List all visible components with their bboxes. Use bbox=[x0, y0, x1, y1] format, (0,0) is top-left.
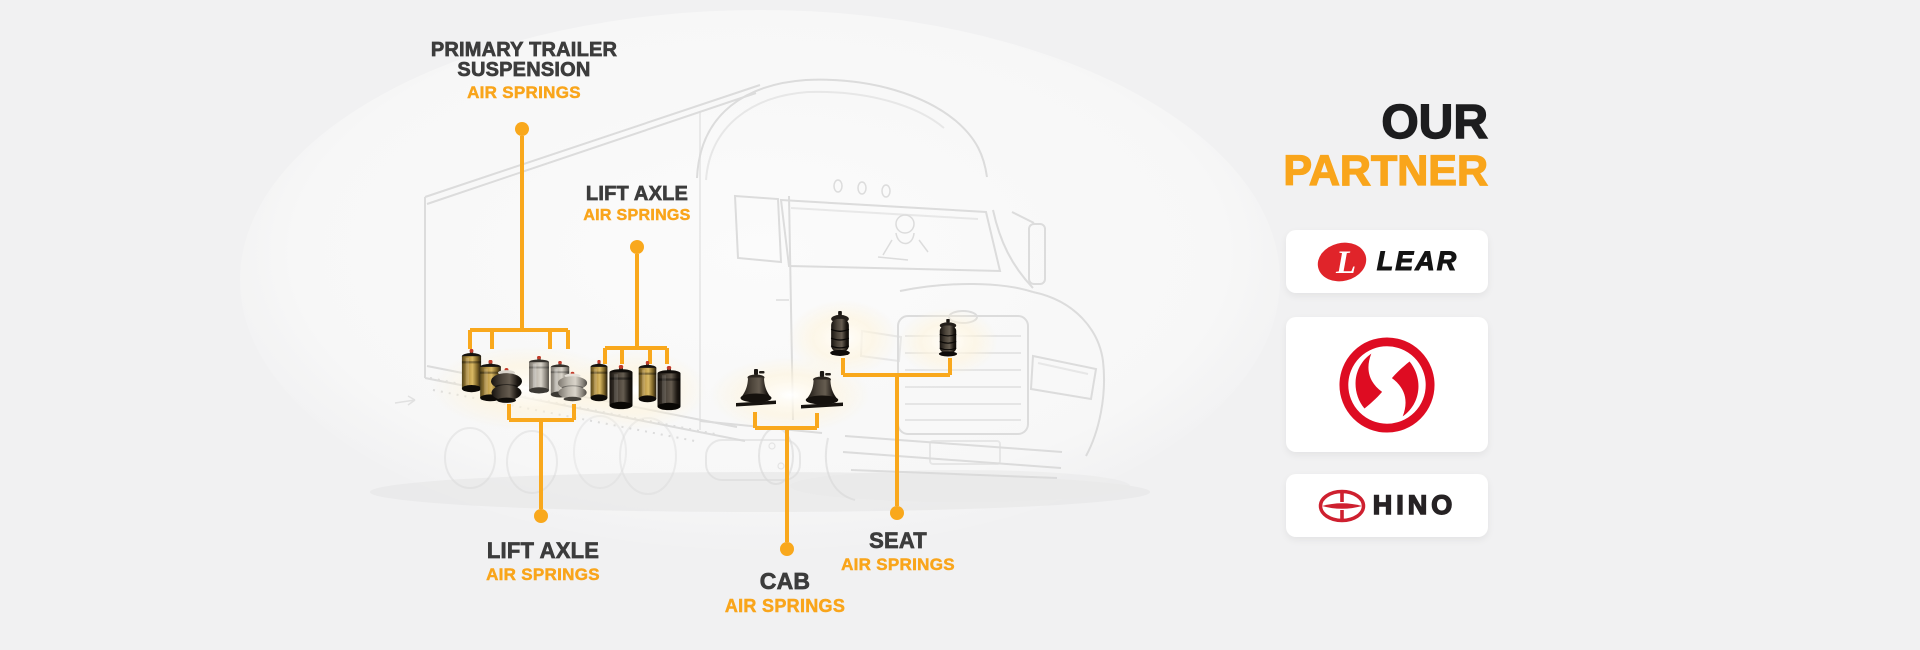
heading-partner: PARTNER bbox=[1283, 147, 1489, 196]
lear-logo-text: LEAR bbox=[1376, 246, 1459, 277]
svg-text:L: L bbox=[1335, 245, 1356, 281]
partner-card-dongfeng[interactable] bbox=[1286, 317, 1488, 452]
callout-subtitle: AIR SPRINGS bbox=[467, 83, 581, 102]
lear-logo-icon: L bbox=[1317, 242, 1366, 281]
partner-card-hino[interactable]: HINO bbox=[1286, 474, 1488, 537]
callout-primary-trailer-suspension: PRIMARY TRAILER SUSPENSION AIR SPRINGS bbox=[399, 39, 649, 102]
hino-logo-icon bbox=[1318, 489, 1365, 522]
dongfeng-logo-icon bbox=[1339, 336, 1435, 433]
hino-logo-text: HINO bbox=[1372, 489, 1457, 520]
callout-lift-axle-top: LIFT AXLE AIR SPRINGS bbox=[552, 183, 722, 225]
callout-subtitle: AIR SPRINGS bbox=[486, 565, 600, 585]
callout-seat: SEAT AIR SPRINGS bbox=[803, 528, 993, 575]
partner-card-lear[interactable]: L LEAR bbox=[1286, 230, 1488, 293]
callout-title: CAB bbox=[759, 568, 811, 594]
heading-our: OUR bbox=[1381, 96, 1489, 149]
connector-lines bbox=[468, 136, 952, 542]
callout-cab: CAB AIR SPRINGS bbox=[690, 568, 880, 617]
callout-subtitle: AIR SPRINGS bbox=[724, 596, 846, 617]
callout-subtitle: AIR SPRINGS bbox=[841, 555, 955, 575]
connector-dots bbox=[515, 122, 904, 556]
callout-title: LIFT AXLE bbox=[585, 183, 689, 205]
callout-title: SEAT bbox=[869, 528, 927, 553]
partner-heading: OUR PARTNER bbox=[1283, 96, 1489, 196]
callout-title: LIFT AXLE bbox=[486, 538, 600, 563]
callout-lift-axle-bottom: LIFT AXLE AIR SPRINGS bbox=[448, 538, 638, 585]
callout-title: PRIMARY TRAILER SUSPENSION bbox=[430, 39, 618, 81]
callout-subtitle: AIR SPRINGS bbox=[583, 207, 691, 225]
